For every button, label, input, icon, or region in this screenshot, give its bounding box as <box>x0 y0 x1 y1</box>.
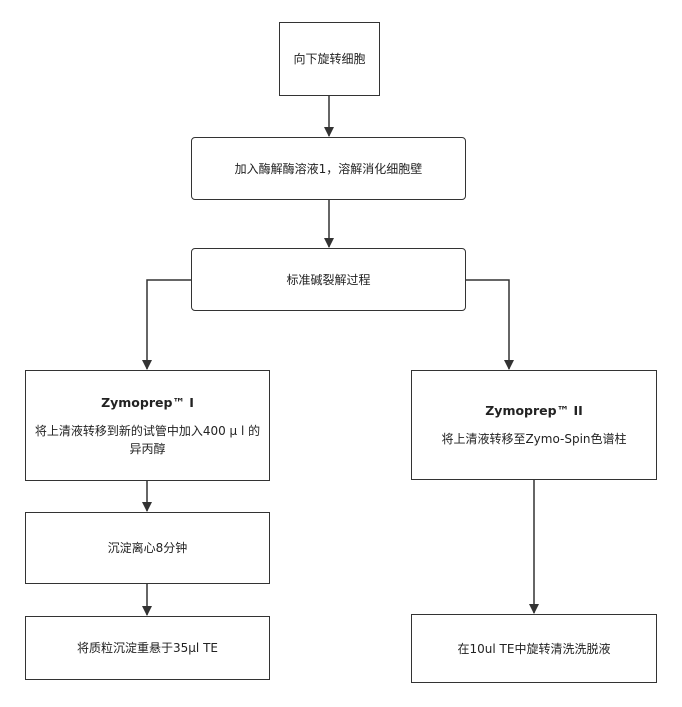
node-standard-lysis: 标准碱裂解过程 <box>191 248 466 311</box>
node-elute-label: 在10ul TE中旋转清洗洗脱液 <box>457 641 611 656</box>
node-zymoprep-2-body: 将上清液转移至Zymo-Spin色谱柱 <box>441 432 627 446</box>
node-zymoprep-1-title: Zymoprep™ I <box>101 394 194 410</box>
node-zymoprep-1: Zymoprep™ I 将上清液转移到新的试管中加入400 μ l 的异丙醇 <box>25 370 270 481</box>
node-zymoprep-2-title: Zymoprep™ II <box>485 403 583 418</box>
node-centrifuge-label: 沉淀离心8分钟 <box>107 541 188 555</box>
node-centrifuge: 沉淀离心8分钟 <box>25 512 270 584</box>
node-zymoprep-1-body: 将上清液转移到新的试管中加入400 μ l 的异丙醇 <box>34 423 261 456</box>
node-resuspend-label: 将质粒沉淀重悬于35μl TE <box>77 641 218 655</box>
node-zymoprep-2: Zymoprep™ II 将上清液转移至Zymo-Spin色谱柱 <box>411 370 657 480</box>
node-add-enzyme: 加入酶解酶溶液1，溶解消化细胞壁 <box>191 137 466 200</box>
node-add-enzyme-label: 加入酶解酶溶液1，溶解消化细胞壁 <box>234 161 423 176</box>
arrow-lysis-to-zymoprep2 <box>466 279 514 370</box>
node-spin-down: 向下旋转细胞 <box>279 22 380 96</box>
node-elute: 在10ul TE中旋转清洗洗脱液 <box>411 614 657 683</box>
arrow-lysis-to-zymoprep1 <box>142 279 191 370</box>
node-standard-lysis-label: 标准碱裂解过程 <box>286 272 371 287</box>
node-resuspend: 将质粒沉淀重悬于35μl TE <box>25 616 270 680</box>
node-spin-down-label: 向下旋转细胞 <box>293 52 366 66</box>
